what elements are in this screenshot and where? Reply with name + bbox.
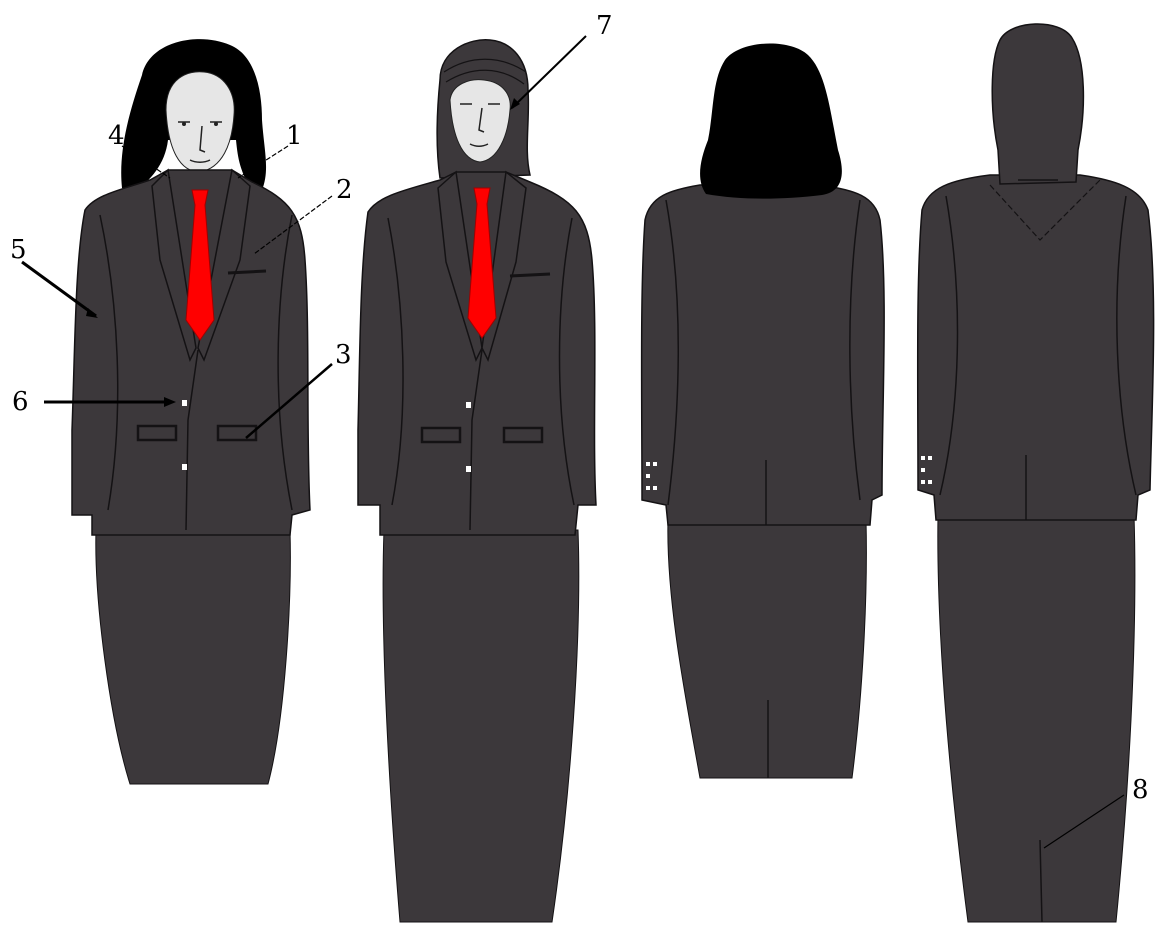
callout-6: 6 (12, 387, 29, 417)
breast-pocket (228, 271, 266, 273)
callout-4: 4 (108, 121, 125, 151)
figure-front-hijab (358, 40, 596, 922)
figure-back-long-hair (642, 44, 885, 778)
skirt (96, 530, 291, 784)
callout-5: 5 (10, 235, 27, 265)
breast-pocket (510, 274, 550, 276)
skirt (938, 515, 1135, 922)
skirt (383, 530, 579, 922)
hijab (992, 24, 1083, 184)
callout-1: 1 (286, 121, 303, 151)
figure-back-hijab (918, 24, 1154, 922)
button-bottom (466, 466, 471, 472)
callout-2: 2 (336, 175, 353, 205)
callout-7: 7 (596, 11, 613, 41)
face (166, 72, 234, 172)
button-bottom (182, 464, 187, 470)
callout-3: 3 (335, 340, 352, 370)
skirt (668, 520, 867, 778)
button-top (466, 402, 471, 408)
hair (700, 44, 842, 199)
jacket (918, 175, 1154, 520)
button-top (182, 400, 187, 406)
callout-8: 8 (1132, 775, 1149, 805)
